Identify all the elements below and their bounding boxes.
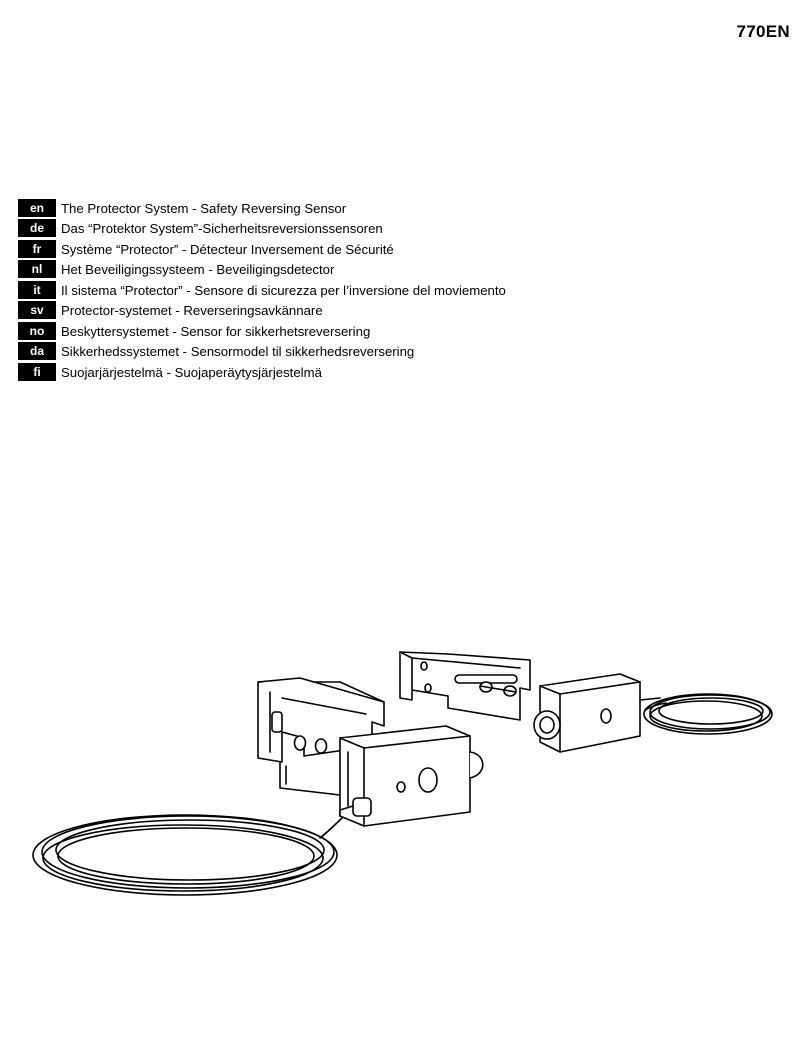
- lang-code-badge: sv: [18, 301, 56, 321]
- lang-title: The Protector System - Safety Reversing …: [61, 200, 347, 216]
- model-code: 770EN: [736, 22, 790, 41]
- lang-code-badge: de: [18, 219, 56, 239]
- lang-row-en: en The Protector System - Safety Reversi…: [18, 198, 506, 219]
- lang-row-fi: fi Suojarjärjestelmä - Suojaperäytysjärj…: [18, 362, 506, 383]
- lang-code-badge: fi: [18, 362, 56, 382]
- right-sensor-housing-icon: [533, 673, 661, 753]
- lang-title: Système “Protector” - Détecteur Inversem…: [61, 241, 394, 257]
- lang-row-it: it Il sistema “Protector” - Sensore di s…: [18, 280, 506, 301]
- lang-row-fr: fr Système “Protector” - Détecteur Inver…: [18, 239, 506, 260]
- lang-row-nl: nl Het Beveiligingssysteem - Beveiliging…: [18, 260, 506, 281]
- lang-row-de: de Das “Protektor System”-Sicherheitsrev…: [18, 219, 506, 240]
- lang-code-badge: en: [18, 198, 56, 218]
- lang-code-badge: da: [18, 342, 56, 362]
- sensor-kit-illustration: [32, 651, 773, 896]
- lang-code-badge: it: [18, 280, 56, 300]
- lang-code-badge: nl: [18, 260, 56, 280]
- lang-code-badge: fr: [18, 239, 56, 259]
- lang-row-da: da Sikkerhedssystemet - Sensormodel til …: [18, 342, 506, 363]
- lang-code-badge: no: [18, 321, 56, 341]
- lang-title: Das “Protektor System”-Sicherheitsrevers…: [61, 221, 383, 237]
- lang-title: Sikkerhedssystemet - Sensormodel til sik…: [61, 344, 415, 360]
- lang-title: Protector-systemet - Reverseringsavkänna…: [61, 303, 323, 319]
- left-wire-coil-icon: [32, 814, 346, 896]
- right-bracket-icon: [399, 651, 531, 721]
- lang-title: Suojarjärjestelmä - Suojaperäytysjärjest…: [61, 364, 322, 380]
- lang-title: Il sistema “Protector” - Sensore di sicu…: [61, 282, 506, 298]
- left-sensor-housing-icon: [339, 725, 484, 827]
- language-title-list: en The Protector System - Safety Reversi…: [18, 198, 506, 383]
- lang-title: Het Beveiligingssysteem - Beveiligingsde…: [61, 262, 335, 278]
- lang-row-sv: sv Protector-systemet - Reverseringsavkä…: [18, 301, 506, 322]
- lang-title: Beskyttersystemet - Sensor for sikkerhet…: [61, 323, 371, 339]
- lang-row-no: no Beskyttersystemet - Sensor for sikker…: [18, 321, 506, 342]
- right-wire-coil-icon: [643, 693, 773, 735]
